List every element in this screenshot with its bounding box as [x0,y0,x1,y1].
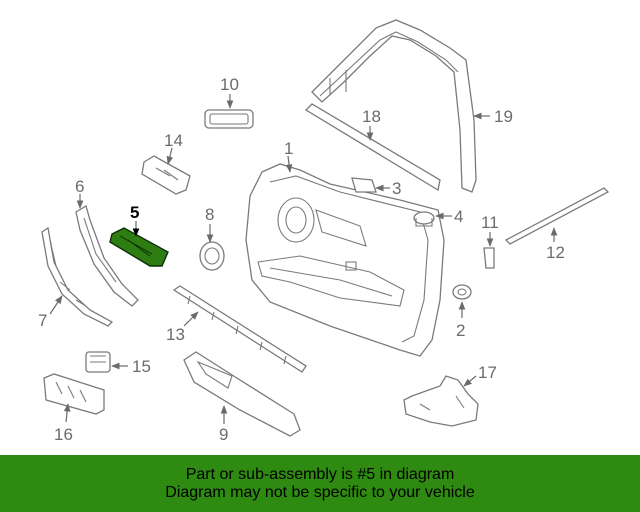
callout-7: 7 [38,311,47,330]
part-6-trim-strip [75,205,139,307]
callout-18: 18 [362,107,381,126]
part-5-highlighted-part [109,227,169,267]
part-2-fastener [452,284,472,300]
callout-17: 17 [478,363,497,382]
part-15-switch [85,351,111,373]
callout-3: 3 [392,179,401,198]
part-13-lower-strip [172,285,307,373]
part-12-seal-strip [504,187,610,245]
callout-16: 16 [54,425,73,444]
callout-6: 6 [75,177,84,196]
callout-15: 15 [132,357,151,376]
callout-9: 9 [219,425,228,444]
callout-14: 14 [164,131,183,150]
part-11-retainer [483,247,495,269]
callout-19: 19 [494,107,513,126]
part-16-switch-panel [43,373,105,415]
leader-lines [49,94,558,424]
callout-labels: 1 2 3 4 5 6 7 8 9 10 11 12 13 14 15 16 1… [38,75,565,444]
part-19-window-frame [311,19,477,193]
banner-line-2: Diagram may not be specific to your vehi… [165,483,475,501]
part-7-trim-strip [41,226,114,327]
callout-12: 12 [546,243,565,262]
callout-4: 4 [454,207,463,226]
callout-11: 11 [481,213,499,232]
part-17-bracket [403,375,479,427]
part-8-speaker-grille [199,241,225,271]
part-3-bracket [351,177,377,193]
part-1-door-trim-panel [245,163,445,357]
part-14-switch-bezel [141,155,191,195]
banner-line-1: Part or sub-assembly is #5 in diagram [185,465,455,483]
part-18-belt-molding [304,103,441,192]
part-9-armrest [183,351,301,437]
part-10-trim-clip [204,109,254,129]
part-4-clip [413,211,435,227]
callout-13: 13 [166,325,185,344]
callout-5: 5 [130,203,139,222]
disclaimer-banner: Part or sub-assembly is #5 in diagram Di… [0,455,640,512]
callout-8: 8 [205,205,214,224]
parts-diagram: 1 2 3 4 5 6 7 8 9 10 11 12 13 14 15 16 1… [38,19,610,444]
callout-10: 10 [220,75,239,94]
callout-2: 2 [456,321,465,340]
callout-1: 1 [284,139,293,158]
